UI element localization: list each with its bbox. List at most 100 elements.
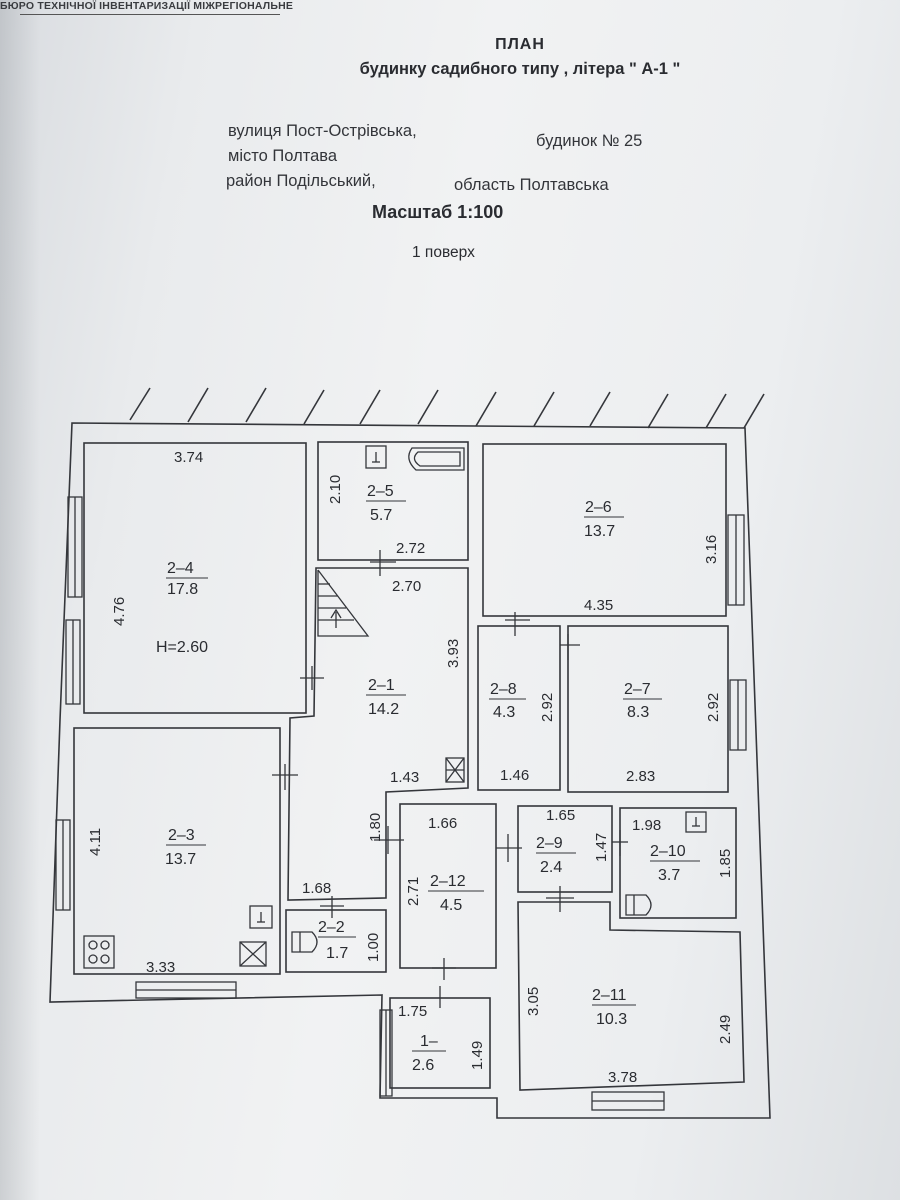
svg-text:5.7: 5.7 — [370, 507, 392, 524]
scale-label: Масштаб 1:100 — [372, 202, 504, 222]
svg-text:4.76: 4.76 — [111, 597, 128, 626]
room-2-11-labels: 3.05 2–11 10.3 2.49 3.78 — [525, 987, 734, 1086]
svg-text:1.85: 1.85 — [717, 849, 734, 878]
room-2-3-outline — [73, 727, 281, 975]
room-2-10-labels: 1.98 2–10 3.7 1.85 — [632, 817, 734, 884]
room-2-3-labels: 4.11 2–3 13.7 3.33 — [87, 827, 196, 976]
room-2-10-outline — [619, 807, 737, 919]
svg-text:1.65: 1.65 — [546, 807, 575, 824]
room-2-6-outline — [482, 443, 727, 617]
room-2-5-labels: 2.10 2–5 5.7 2.72 — [327, 475, 425, 557]
stair-symbol — [317, 569, 370, 637]
svg-text:1.66: 1.66 — [428, 815, 457, 832]
svg-text:1.7: 1.7 — [326, 945, 348, 962]
room-2-2-labels: 1.68 2–2 1.7 1.00 — [302, 880, 382, 962]
wall-hatching — [129, 387, 765, 429]
room-2-8-labels: 2–8 4.3 2.92 1.46 — [490, 681, 556, 784]
svg-text:1.98: 1.98 — [632, 817, 661, 834]
outer-wall — [49, 422, 771, 1119]
room-2-11-outline — [517, 901, 745, 1091]
address-house: будинок № 25 — [536, 132, 643, 150]
header-rule — [20, 14, 280, 15]
room-2-7-outline — [567, 625, 729, 793]
svg-text:8.3: 8.3 — [627, 704, 649, 721]
room-2-6-labels: 2–6 13.7 3.16 4.35 — [584, 499, 720, 614]
boiler-symbols — [83, 757, 465, 969]
room-2-12-labels: 1.80 1.66 2.71 2–12 4.5 — [367, 813, 466, 914]
svg-text:1.46: 1.46 — [500, 767, 529, 784]
room-2-8-outline — [477, 625, 561, 791]
svg-text:2.10: 2.10 — [327, 475, 344, 504]
svg-text:2–10: 2–10 — [650, 843, 686, 860]
svg-text:17.8: 17.8 — [167, 581, 198, 598]
svg-text:1.43: 1.43 — [390, 769, 419, 786]
svg-text:4.5: 4.5 — [440, 897, 462, 914]
room-2-2-outline — [285, 909, 387, 973]
svg-text:1–: 1– — [420, 1033, 438, 1050]
room-2-9-outline — [517, 805, 613, 893]
svg-text:1.00: 1.00 — [365, 933, 382, 962]
svg-text:2–4: 2–4 — [167, 560, 194, 577]
address-street: вулиця Пост-Острівська, — [228, 122, 417, 140]
svg-text:2.83: 2.83 — [626, 768, 655, 785]
bureau-header: БЮРО ТЕХНІЧНОЇ ІНВЕНТАРИЗАЦІЇ МІЖРЕГІОНА… — [0, 0, 294, 12]
svg-text:2–11: 2–11 — [592, 987, 627, 1004]
svg-text:2.92: 2.92 — [539, 693, 556, 722]
svg-text:2–3: 2–3 — [168, 827, 195, 844]
svg-text:14.2: 14.2 — [368, 701, 399, 718]
svg-text:2.4: 2.4 — [540, 859, 562, 876]
svg-text:2.70: 2.70 — [392, 578, 421, 595]
room-2-9-labels: 1.65 2–9 2.4 1.47 — [536, 807, 610, 876]
door-marks — [272, 550, 628, 1008]
svg-text:3.16: 3.16 — [703, 535, 720, 564]
svg-text:1.80: 1.80 — [367, 813, 384, 842]
room-2-1-labels: 2.70 3.93 2–1 14.2 1.43 — [368, 578, 462, 786]
svg-text:10.3: 10.3 — [596, 1011, 627, 1028]
address-district: район Подільський, — [226, 172, 376, 190]
svg-text:4.3: 4.3 — [493, 704, 515, 721]
svg-text:3.33: 3.33 — [146, 959, 175, 976]
address-region: область Полтавська — [454, 176, 609, 194]
svg-text:3.05: 3.05 — [525, 987, 542, 1016]
room-2-1-outline — [287, 567, 469, 901]
svg-text:3.7: 3.7 — [658, 867, 680, 884]
svg-text:2.92: 2.92 — [705, 693, 722, 722]
floor-label: 1 поверх — [412, 244, 475, 261]
svg-text:4.11: 4.11 — [87, 828, 104, 856]
svg-text:2–2: 2–2 — [318, 919, 345, 936]
svg-text:13.7: 13.7 — [584, 523, 615, 540]
svg-text:13.7: 13.7 — [165, 851, 196, 868]
svg-text:1.49: 1.49 — [469, 1041, 486, 1070]
svg-text:2–5: 2–5 — [367, 483, 394, 500]
svg-text:3.93: 3.93 — [445, 639, 462, 668]
svg-text:1.47: 1.47 — [593, 833, 610, 862]
svg-text:Н=2.60: Н=2.60 — [156, 639, 208, 656]
bath-fixtures — [249, 445, 707, 953]
svg-text:2.49: 2.49 — [717, 1015, 734, 1044]
svg-text:2–8: 2–8 — [490, 681, 517, 698]
svg-text:2–1: 2–1 — [368, 677, 395, 694]
address-city: місто Полтава — [228, 147, 337, 165]
svg-text:3.78: 3.78 — [608, 1069, 637, 1086]
svg-text:4.35: 4.35 — [584, 597, 613, 614]
svg-text:2.72: 2.72 — [396, 540, 425, 557]
svg-text:2.6: 2.6 — [412, 1057, 434, 1074]
windows — [55, 496, 747, 1111]
room-2-4-labels: 3.74 2–4 17.8 Н=2.60 4.76 — [111, 449, 208, 656]
doc-subtitle: будинку садибного типу , літера " А-1 " — [359, 60, 681, 78]
doc-title: ПЛАН — [495, 36, 545, 53]
room-1-labels: 1.75 1– 2.6 1.49 — [398, 1003, 486, 1074]
svg-text:2–12: 2–12 — [430, 873, 466, 890]
svg-text:1.68: 1.68 — [302, 880, 331, 897]
svg-text:2–7: 2–7 — [624, 681, 651, 698]
room-2-4-outline — [83, 442, 307, 714]
room-2-5-outline — [317, 441, 469, 561]
svg-text:2–6: 2–6 — [585, 499, 612, 516]
svg-text:2–9: 2–9 — [536, 835, 563, 852]
svg-text:2.71: 2.71 — [405, 877, 422, 906]
svg-text:1.75: 1.75 — [398, 1003, 427, 1020]
fraction-bars — [166, 500, 700, 1052]
room-2-7-labels: 2–7 8.3 2.92 2.83 — [624, 681, 722, 785]
svg-text:3.74: 3.74 — [174, 449, 203, 466]
